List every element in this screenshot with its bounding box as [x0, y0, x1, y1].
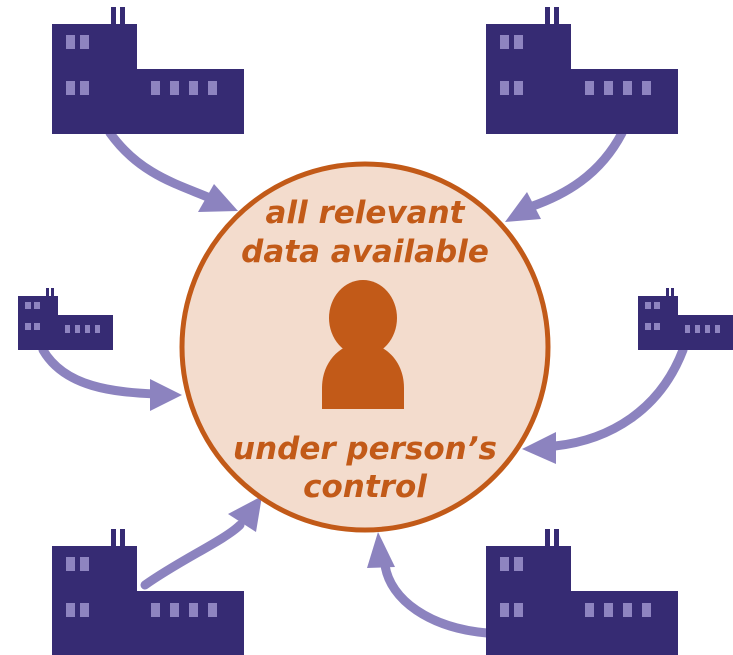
center-top-line1: all relevant — [266, 195, 466, 231]
arrow-top-left-head — [198, 184, 238, 212]
factory-icon — [486, 7, 678, 134]
factory-bottom-right — [486, 529, 678, 655]
factory-mid-right — [638, 288, 733, 350]
center-bottom-line2: control — [303, 469, 427, 505]
factory-icon — [638, 288, 733, 350]
person-icon — [322, 280, 404, 409]
factory-top-right — [486, 7, 678, 134]
arrow-bottom-left — [140, 520, 245, 590]
factory-mid-left — [18, 288, 113, 350]
center-bottom-line1: under person’s — [233, 431, 497, 467]
arrow-bottom-left-head — [228, 496, 262, 532]
arrow-top-left — [105, 128, 215, 203]
arrow-bottom-right-head — [367, 532, 395, 568]
center-top-line2: data available — [241, 234, 489, 270]
arrows — [38, 128, 688, 638]
factory-top-left — [52, 7, 244, 134]
arrow-top-right-head — [505, 192, 541, 222]
factory-icon — [52, 7, 244, 134]
factory-icon — [486, 529, 678, 655]
factory-icon — [52, 529, 244, 655]
arrow-mid-left-head — [150, 379, 182, 411]
factory-icon — [18, 288, 113, 350]
arrow-bottom-right — [380, 560, 492, 638]
arrow-top-right — [525, 128, 627, 212]
arrow-mid-right — [550, 345, 688, 451]
arrow-mid-right-head — [522, 432, 556, 464]
arrow-mid-left — [38, 345, 160, 399]
factory-bottom-left — [52, 529, 244, 655]
